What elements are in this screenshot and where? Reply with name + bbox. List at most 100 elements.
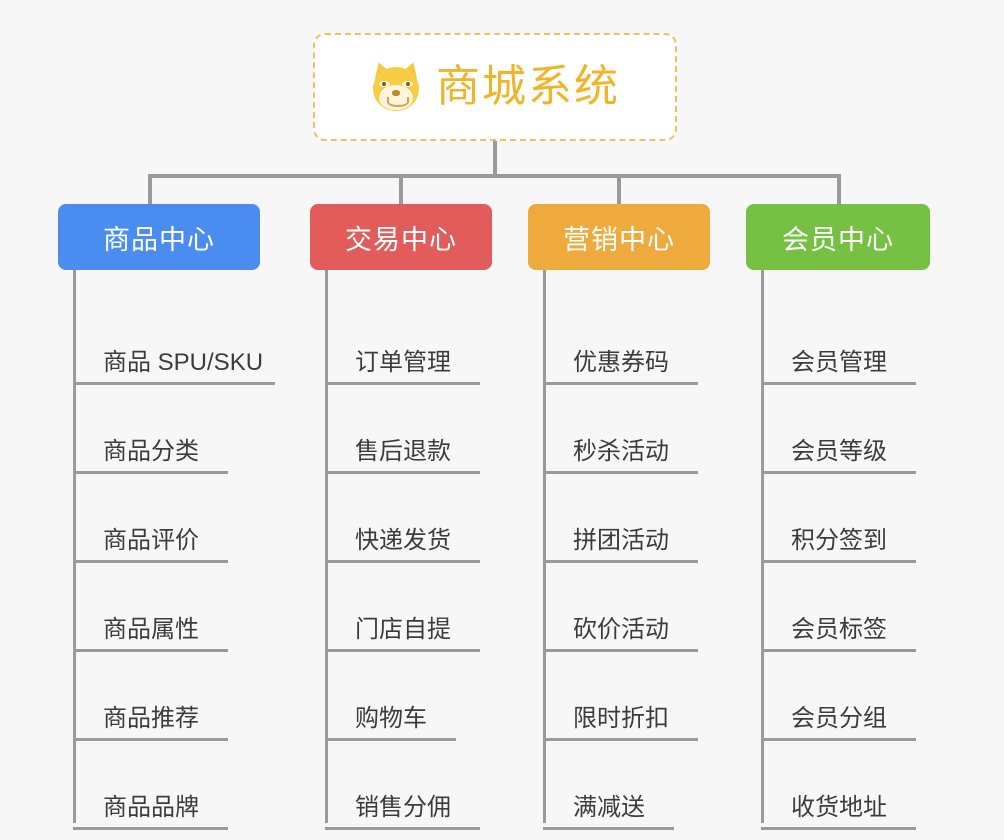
root-title: 商城系统 [436, 62, 620, 111]
leaf-label: 商品评价 [103, 526, 199, 554]
leaf-rule [325, 560, 480, 563]
leaf-rule [761, 471, 916, 474]
list-item[interactable]: 商品分类 [58, 385, 260, 474]
leaf-label: 商品 SPU/SKU [103, 348, 264, 376]
leaf-rule [761, 560, 916, 563]
list-item[interactable]: 拼团活动 [528, 474, 710, 563]
leaf-label: 商品推荐 [103, 704, 199, 732]
list-item[interactable]: 会员标签 [746, 563, 930, 652]
leaf-rule [543, 471, 698, 474]
leaf-label: 商品品牌 [103, 793, 199, 821]
leaf-rule [325, 649, 480, 652]
list-item[interactable]: 购物车 [310, 652, 492, 741]
leaf-rule [543, 560, 698, 563]
list-item[interactable]: 门店自提 [310, 563, 492, 652]
connector-drop-1 [148, 174, 152, 206]
leaf-rule [73, 827, 228, 830]
leaf-label: 拼团活动 [573, 526, 669, 554]
branch-marketing-center: 营销中心 优惠券码 秒杀活动 拼团活动 砍价活动 限时折扣 [528, 204, 710, 830]
branch-label: 会员中心 [782, 224, 894, 255]
list-item[interactable]: 商品属性 [58, 563, 260, 652]
branch-trunk [761, 270, 764, 823]
branch-header-marketing-center[interactable]: 营销中心 [528, 204, 710, 270]
list-item[interactable]: 收货地址 [746, 741, 930, 830]
branch-header-product-center[interactable]: 商品中心 [58, 204, 260, 270]
connector-drop-2 [399, 174, 403, 206]
list-item[interactable]: 售后退款 [310, 385, 492, 474]
list-item[interactable]: 商品品牌 [58, 741, 260, 830]
leaf-label: 满减送 [573, 793, 645, 821]
leaf-label: 购物车 [355, 704, 427, 732]
branch-trunk [73, 270, 76, 823]
leaf-rule [761, 649, 916, 652]
list-item[interactable]: 限时折扣 [528, 652, 710, 741]
list-item[interactable]: 砍价活动 [528, 563, 710, 652]
leaf-rule [761, 827, 916, 830]
list-item[interactable]: 会员等级 [746, 385, 930, 474]
branch-items-member-center: 会员管理 会员等级 积分签到 会员标签 会员分组 收货地址 [746, 270, 930, 830]
branch-label: 商品中心 [103, 224, 215, 255]
list-item[interactable]: 商品推荐 [58, 652, 260, 741]
leaf-rule [543, 382, 698, 385]
connector-drop-4 [837, 174, 841, 206]
list-item[interactable]: 销售分佣 [310, 741, 492, 830]
leaf-label: 积分签到 [791, 526, 887, 554]
list-item[interactable]: 商品 SPU/SKU [58, 296, 275, 385]
branch-trade-center: 交易中心 订单管理 售后退款 快递发货 门店自提 购物车 [310, 204, 492, 830]
list-item[interactable]: 满减送 [528, 741, 710, 830]
branch-items-marketing-center: 优惠券码 秒杀活动 拼团活动 砍价活动 限时折扣 满减送 [528, 270, 710, 830]
list-item[interactable]: 商品评价 [58, 474, 260, 563]
branch-items-product-center: 商品 SPU/SKU 商品分类 商品评价 商品属性 商品推荐 商品品牌 [58, 270, 275, 830]
leaf-rule [543, 649, 698, 652]
leaf-label: 砍价活动 [573, 615, 669, 643]
leaf-label: 会员标签 [791, 615, 887, 643]
list-item[interactable]: 秒杀活动 [528, 385, 710, 474]
leaf-rule [761, 738, 916, 741]
leaf-label: 秒杀活动 [573, 437, 669, 465]
leaf-rule [325, 738, 456, 741]
branch-trunk [325, 270, 328, 823]
list-item[interactable]: 会员分组 [746, 652, 930, 741]
list-item[interactable]: 订单管理 [310, 296, 492, 385]
leaf-label: 会员等级 [791, 437, 887, 465]
leaf-rule [73, 560, 228, 563]
branch-trunk [543, 270, 546, 823]
branch-label: 交易中心 [345, 224, 457, 255]
branch-header-trade-center[interactable]: 交易中心 [310, 204, 492, 270]
list-item[interactable]: 快递发货 [310, 474, 492, 563]
leaf-label: 优惠券码 [573, 348, 669, 376]
leaf-rule [325, 382, 480, 385]
leaf-label: 商品属性 [103, 615, 199, 643]
branch-items-trade-center: 订单管理 售后退款 快递发货 门店自提 购物车 销售分佣 [310, 270, 492, 830]
branch-label: 营销中心 [563, 224, 675, 255]
leaf-rule [325, 827, 480, 830]
leaf-rule [73, 471, 228, 474]
leaf-rule [543, 827, 674, 830]
leaf-rule [73, 738, 228, 741]
list-item[interactable]: 会员管理 [746, 296, 930, 385]
leaf-label: 订单管理 [355, 348, 451, 376]
list-item[interactable]: 积分签到 [746, 474, 930, 563]
leaf-label: 会员分组 [791, 704, 887, 732]
leaf-label: 收货地址 [791, 793, 887, 821]
leaf-rule [73, 649, 228, 652]
leaf-label: 售后退款 [355, 437, 451, 465]
branch-member-center: 会员中心 会员管理 会员等级 积分签到 会员标签 会员分组 [746, 204, 930, 830]
branch-header-member-center[interactable]: 会员中心 [746, 204, 930, 270]
leaf-label: 商品分类 [103, 437, 199, 465]
connector-bus [148, 174, 841, 178]
root-node[interactable]: 商城系统 [313, 33, 677, 141]
leaf-rule [543, 738, 698, 741]
leaf-rule [325, 471, 480, 474]
leaf-label: 会员管理 [791, 348, 887, 376]
list-item[interactable]: 优惠券码 [528, 296, 710, 385]
leaf-label: 门店自提 [355, 615, 451, 643]
leaf-label: 快递发货 [355, 526, 451, 554]
dog-face-icon [370, 59, 422, 113]
leaf-rule [761, 382, 916, 385]
leaf-rule [73, 382, 275, 385]
leaf-label: 限时折扣 [573, 704, 669, 732]
leaf-label: 销售分佣 [355, 793, 451, 821]
connector-root-stem [493, 141, 497, 176]
